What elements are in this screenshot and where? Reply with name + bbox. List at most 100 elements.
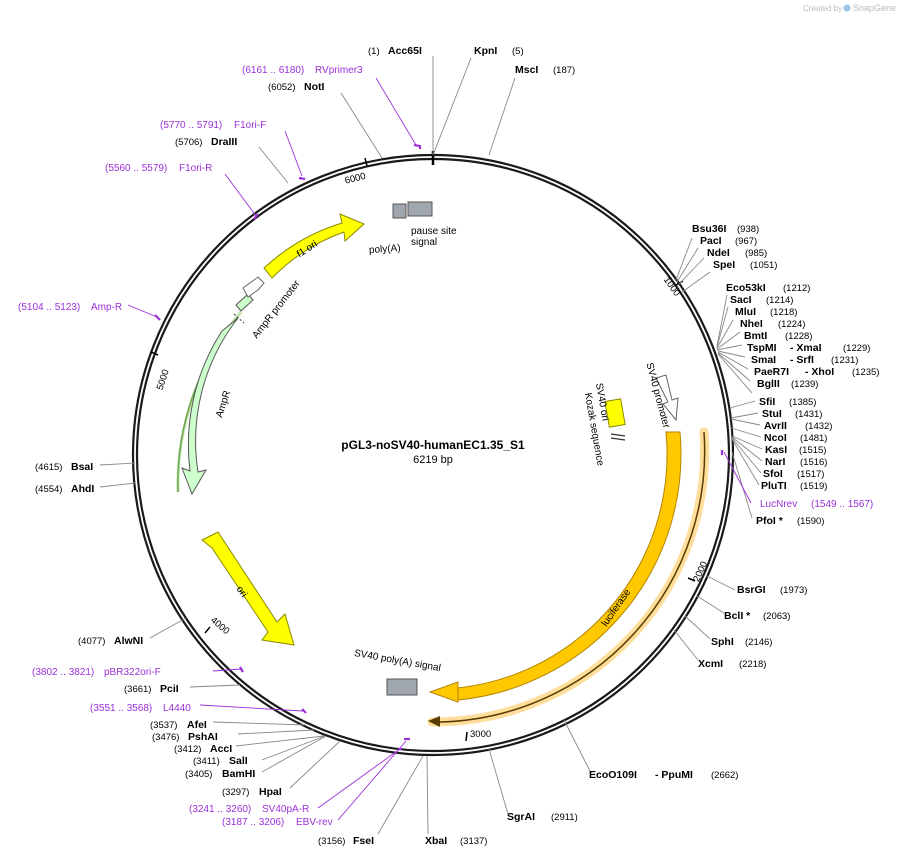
xcmi-site[interactable]: XcmI xyxy=(698,658,723,670)
xhoi-site[interactable]: - XhoI xyxy=(805,366,834,378)
ndei-pos: (985) xyxy=(745,248,767,259)
bamhi-site[interactable]: BamHI xyxy=(222,768,255,780)
kasi-site[interactable]: KasI xyxy=(765,444,787,456)
srfi-site[interactable]: - SrfI xyxy=(790,354,814,366)
noti-site[interactable]: NotI xyxy=(304,81,324,93)
smai-site[interactable]: SmaI xyxy=(751,354,776,366)
xbai-pos: (3137) xyxy=(460,836,487,847)
ebvrev-primer[interactable]: EBV-rev xyxy=(296,817,333,828)
acc65i-site[interactable]: Acc65I xyxy=(388,45,422,57)
polya-label: poly(A) xyxy=(369,243,401,256)
xbai-site[interactable]: XbaI xyxy=(425,835,447,847)
hpai-pos: (3297) xyxy=(222,787,249,798)
tick-label-2000: 2000 xyxy=(691,560,710,584)
stui-site[interactable]: StuI xyxy=(762,408,782,420)
ahdi-pos: (4554) xyxy=(35,484,62,495)
xmai-site[interactable]: - XmaI xyxy=(790,342,822,354)
spei-site[interactable]: SpeI xyxy=(713,259,735,271)
lucnrev-primer[interactable]: LucNrev xyxy=(760,499,797,510)
afei-pos: (3537) xyxy=(150,720,177,731)
sphi-site[interactable]: SphI xyxy=(711,636,734,648)
kpni-site[interactable]: KpnI xyxy=(474,45,497,57)
paci-pos: (967) xyxy=(735,236,757,247)
draiii-site[interactable]: DraIII xyxy=(211,136,237,148)
leader-lines xyxy=(99,56,763,835)
ncoi-site[interactable]: NcoI xyxy=(764,432,787,444)
saci-site[interactable]: SacI xyxy=(730,294,752,306)
sgrai-site[interactable]: SgrAI xyxy=(507,811,535,823)
bsrgi-site[interactable]: BsrGI xyxy=(737,584,766,596)
sgrai-pos: (2911) xyxy=(551,812,578,823)
f1ori-feature[interactable]: f1 ori xyxy=(263,213,365,279)
pfoi-site[interactable]: PfoI * xyxy=(756,515,784,527)
pbr322orif-range: (3802 .. 3821) xyxy=(32,667,94,678)
bglii-site[interactable]: BglII xyxy=(757,378,780,390)
alwni-site[interactable]: AlwNI xyxy=(114,635,143,647)
bsai-site[interactable]: BsaI xyxy=(71,461,93,473)
pcii-pos: (3661) xyxy=(124,684,151,695)
f1orir-range: (5560 .. 5579) xyxy=(105,163,167,174)
kpni-pos: (5) xyxy=(512,46,524,57)
pcii-site[interactable]: PciI xyxy=(160,683,179,695)
bcli-site[interactable]: BclI * xyxy=(724,610,751,622)
ampr-feature[interactable]: AmpR xyxy=(176,311,243,496)
acci-pos: (3412) xyxy=(174,744,201,755)
msci-site[interactable]: MscI xyxy=(515,64,538,76)
ndei-site[interactable]: NdeI xyxy=(707,247,730,259)
rvprimer3-primer[interactable]: RVprimer3 xyxy=(315,65,363,76)
bmti-site[interactable]: BmtI xyxy=(744,330,767,342)
fsei-pos: (3156) xyxy=(318,836,345,847)
tick-label-3000: 3000 xyxy=(470,729,491,740)
eco53ki-site[interactable]: Eco53kI xyxy=(726,282,766,294)
f1orif-primer[interactable]: F1ori-F xyxy=(234,120,266,131)
mlui-site[interactable]: MluI xyxy=(735,306,756,318)
acci-site[interactable]: AccI xyxy=(210,743,232,755)
sv40-ori-feature[interactable]: SV40 ori Kozak sequence xyxy=(582,382,626,467)
ahdi-site[interactable]: AhdI xyxy=(71,483,94,495)
pshai-site[interactable]: PshAI xyxy=(188,731,218,743)
ampr-primer[interactable]: Amp-R xyxy=(91,302,122,313)
luciferase-label: luciferase xyxy=(600,587,634,629)
fsei-site[interactable]: FseI xyxy=(353,835,374,847)
avrii-site[interactable]: AvrII xyxy=(764,420,787,432)
afei-site[interactable]: AfeI xyxy=(187,719,207,731)
tspmi-pos: (1229) xyxy=(843,343,870,354)
pbr322orif-primer[interactable]: pBR322ori-F xyxy=(104,667,161,678)
ppumi-site[interactable]: - PpuMI xyxy=(655,769,693,781)
sali-site[interactable]: SalI xyxy=(229,755,248,767)
sfii-site[interactable]: SfiI xyxy=(759,396,775,408)
ori-feature[interactable]: ori xyxy=(201,531,295,646)
nari-site[interactable]: NarI xyxy=(765,456,786,468)
luciferase-feature[interactable]: luciferase xyxy=(427,427,710,727)
f1orir-primer[interactable]: F1ori-R xyxy=(179,163,212,174)
sfoi-site[interactable]: SfoI xyxy=(763,468,783,480)
bsu36i-site[interactable]: Bsu36I xyxy=(692,223,727,235)
draiii-pos: (5706) xyxy=(175,137,202,148)
saci-pos: (1214) xyxy=(766,295,793,306)
primer-leaders xyxy=(127,77,752,821)
bmti-pos: (1228) xyxy=(785,331,812,342)
pluti-pos: (1519) xyxy=(800,481,827,492)
ampr-label: AmpR xyxy=(214,389,233,419)
sv40-promoter-feature[interactable]: SV40 promoter xyxy=(643,362,679,430)
mlui-pos: (1218) xyxy=(770,307,797,318)
avrii-pos: (1432) xyxy=(805,421,832,432)
pluti-site[interactable]: PluTI xyxy=(761,480,787,492)
hpai-site[interactable]: HpaI xyxy=(259,786,282,798)
ampr-promoter-feature[interactable]: AmpR promoter xyxy=(233,276,303,341)
l4440-primer[interactable]: L4440 xyxy=(163,703,191,714)
bsrgi-pos: (1973) xyxy=(780,585,807,596)
eco0109i-site[interactable]: EcoO109I xyxy=(589,769,637,781)
paer7i-site[interactable]: PaeR7I xyxy=(754,366,789,378)
sv40-polya-feature[interactable]: SV40 poly(A) signal xyxy=(353,648,442,696)
xcmi-pos: (2218) xyxy=(739,659,766,670)
tspmi-site[interactable]: TspMI xyxy=(747,342,777,354)
nhei-site[interactable]: NheI xyxy=(740,318,763,330)
smai-pos: (1231) xyxy=(831,355,858,366)
paci-site[interactable]: PacI xyxy=(700,235,722,247)
paer7i-pos: (1235) xyxy=(852,367,879,378)
sv40par-range: (3241 .. 3260) xyxy=(189,804,251,815)
pause-site-feature[interactable]: pause site signal poly(A) xyxy=(369,201,457,256)
sv40par-primer[interactable]: SV40pA-R xyxy=(262,804,309,815)
